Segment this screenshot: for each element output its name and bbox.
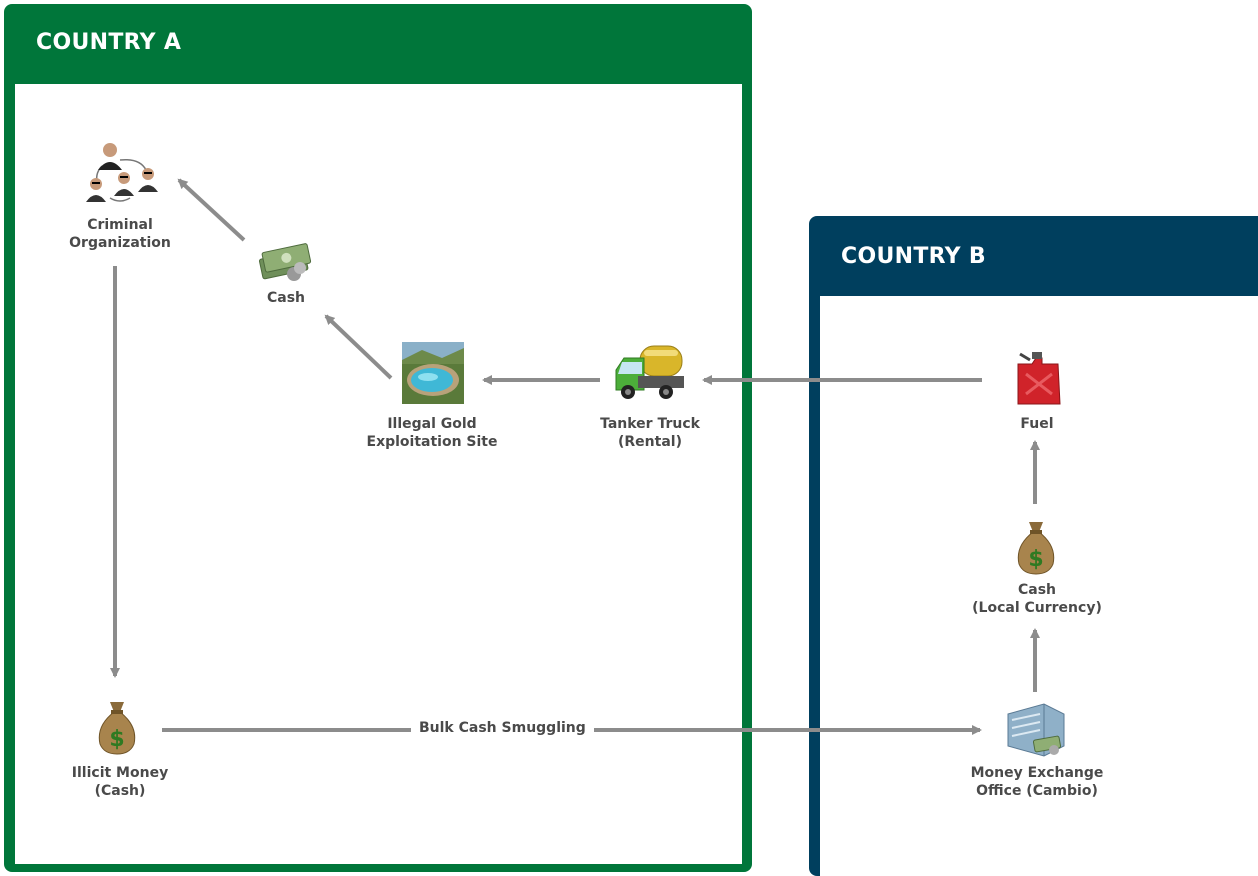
money-exchange-label: Money Exchange Office (Cambio) bbox=[970, 765, 1104, 799]
exchange-office-icon bbox=[1007, 703, 1065, 757]
country-b-title: COUNTRY B bbox=[841, 244, 986, 269]
arrow-cash-to-criminal-org bbox=[177, 178, 246, 242]
svg-text:$: $ bbox=[1028, 547, 1043, 572]
gold-site-label: Illegal Gold Exploitation Site bbox=[366, 416, 498, 450]
people-network-icon bbox=[86, 143, 158, 202]
node-illicit-money: Illicit Money (Cash) bbox=[72, 764, 168, 800]
node-tanker-truck: Tanker Truck (Rental) bbox=[600, 415, 700, 451]
fuel-can-icon bbox=[1017, 352, 1061, 405]
node-fuel: Fuel bbox=[1020, 415, 1053, 433]
illicit-money-label: Illicit Money (Cash) bbox=[71, 765, 169, 799]
country-a-title: COUNTRY A bbox=[36, 30, 182, 55]
criminal-organization-label: Criminal Organization bbox=[69, 217, 171, 251]
node-criminal-organization: Criminal Organization bbox=[69, 216, 171, 252]
tanker-truck-label: Tanker Truck (Rental) bbox=[600, 416, 700, 450]
node-cash: Cash bbox=[267, 289, 305, 307]
money-bag-icon: $ bbox=[98, 702, 136, 755]
fuel-label: Fuel bbox=[1020, 416, 1054, 432]
node-money-exchange: Money Exchange Office (Cambio) bbox=[971, 764, 1104, 800]
svg-text:$: $ bbox=[109, 727, 124, 752]
money-bag-local-icon: $ bbox=[1017, 522, 1055, 575]
country-a-body bbox=[15, 84, 742, 864]
node-cash-local: Cash (Local Currency) bbox=[972, 581, 1102, 617]
arrow-gold-to-cash bbox=[324, 314, 393, 380]
cash-local-label: Cash (Local Currency) bbox=[972, 582, 1102, 616]
tanker-truck-icon bbox=[615, 345, 684, 399]
mining-pit-icon bbox=[402, 342, 464, 404]
node-gold-site: Illegal Gold Exploitation Site bbox=[367, 415, 498, 451]
cash-label: Cash bbox=[266, 290, 306, 306]
bulk-cash-smuggling-label: Bulk Cash Smuggling bbox=[411, 720, 594, 736]
cash-stack-icon bbox=[258, 243, 312, 281]
